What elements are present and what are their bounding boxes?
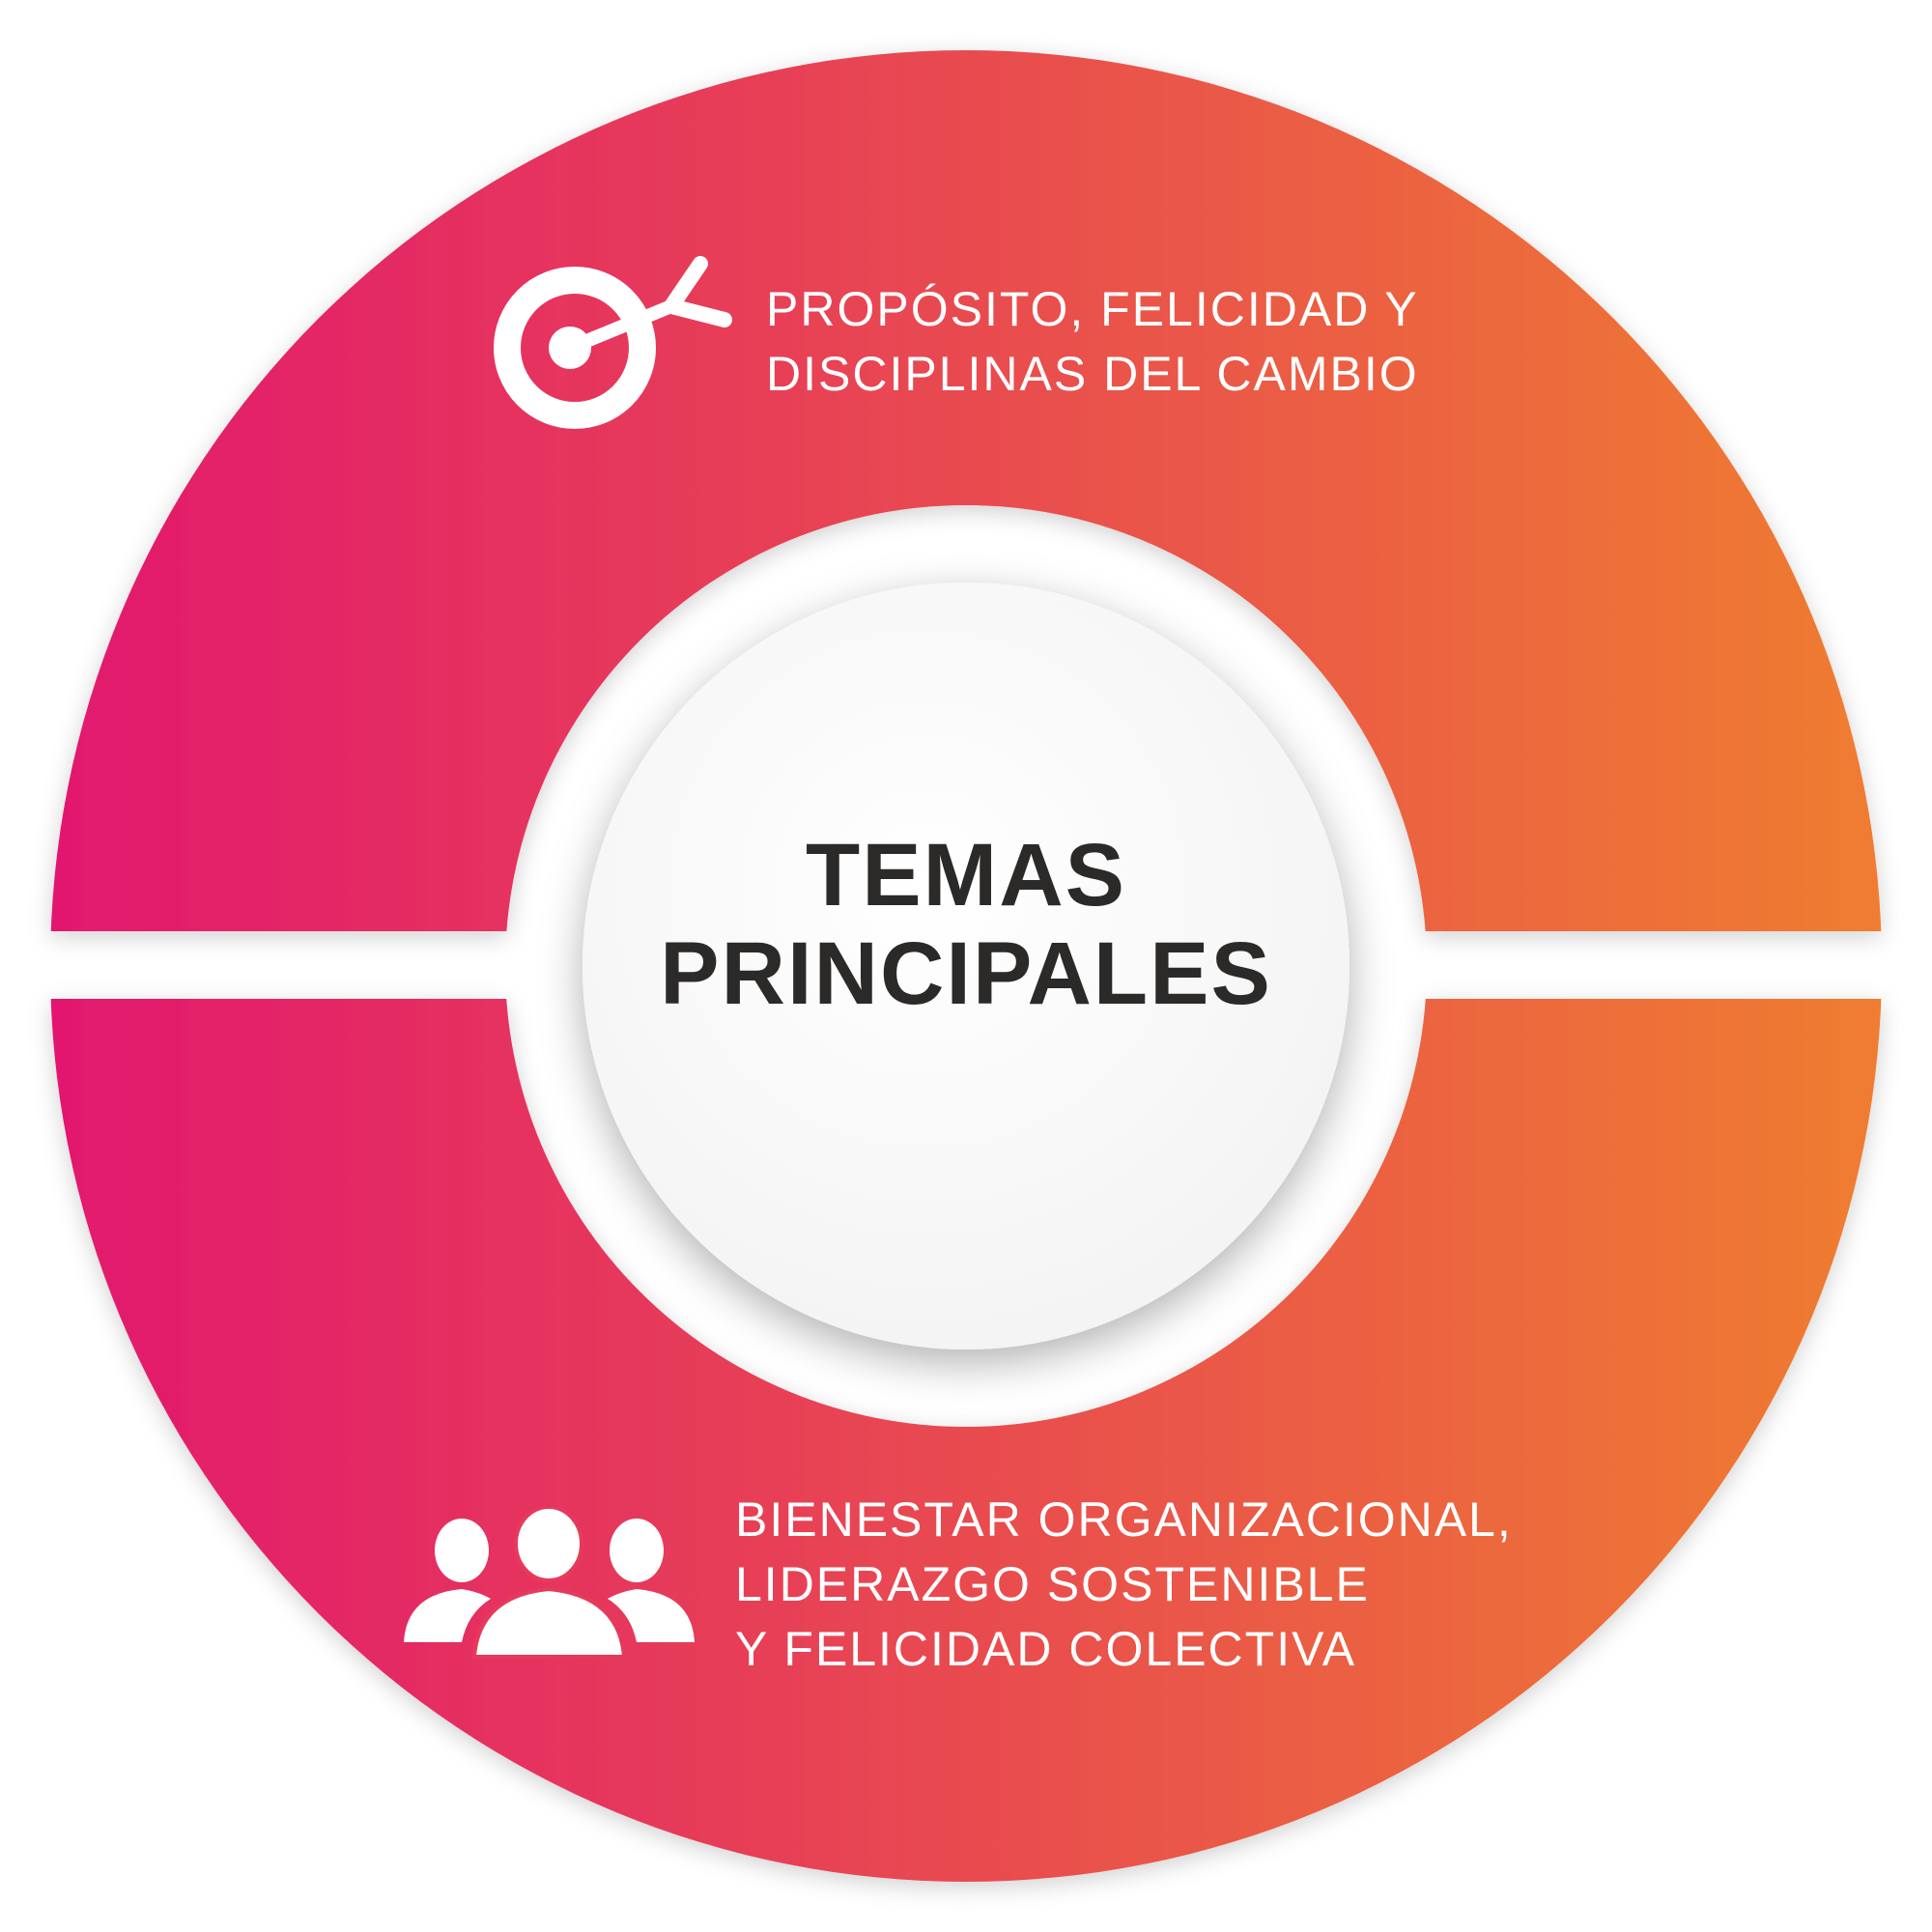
bottom-section-text: BIENESTAR ORGANIZACIONAL, LIDERAZGO SOST… xyxy=(735,1488,1513,1682)
center-title-line-1: TEMAS xyxy=(806,826,1126,924)
top-text-line-2: DISCIPLINAS DEL CAMBIO xyxy=(766,347,1419,401)
bottom-text-line-1: BIENESTAR ORGANIZACIONAL, xyxy=(735,1492,1513,1547)
people-group-icon xyxy=(404,1507,695,1659)
center-circle xyxy=(582,582,1350,1350)
top-section-text: PROPÓSITO, FELICIDAD Y DISCIPLINAS DEL C… xyxy=(766,277,1419,407)
top-text-line-1: PROPÓSITO, FELICIDAD Y xyxy=(766,282,1419,336)
target-icon xyxy=(494,256,732,429)
center-title-line-2: PRINCIPALES xyxy=(660,924,1272,1023)
bottom-text-line-2: LIDERAZGO SOSTENIBLE xyxy=(735,1557,1370,1611)
center-title: TEMAS PRINCIPALES xyxy=(580,826,1352,1023)
bottom-text-line-3: Y FELICIDAD COLECTIVA xyxy=(735,1622,1357,1676)
